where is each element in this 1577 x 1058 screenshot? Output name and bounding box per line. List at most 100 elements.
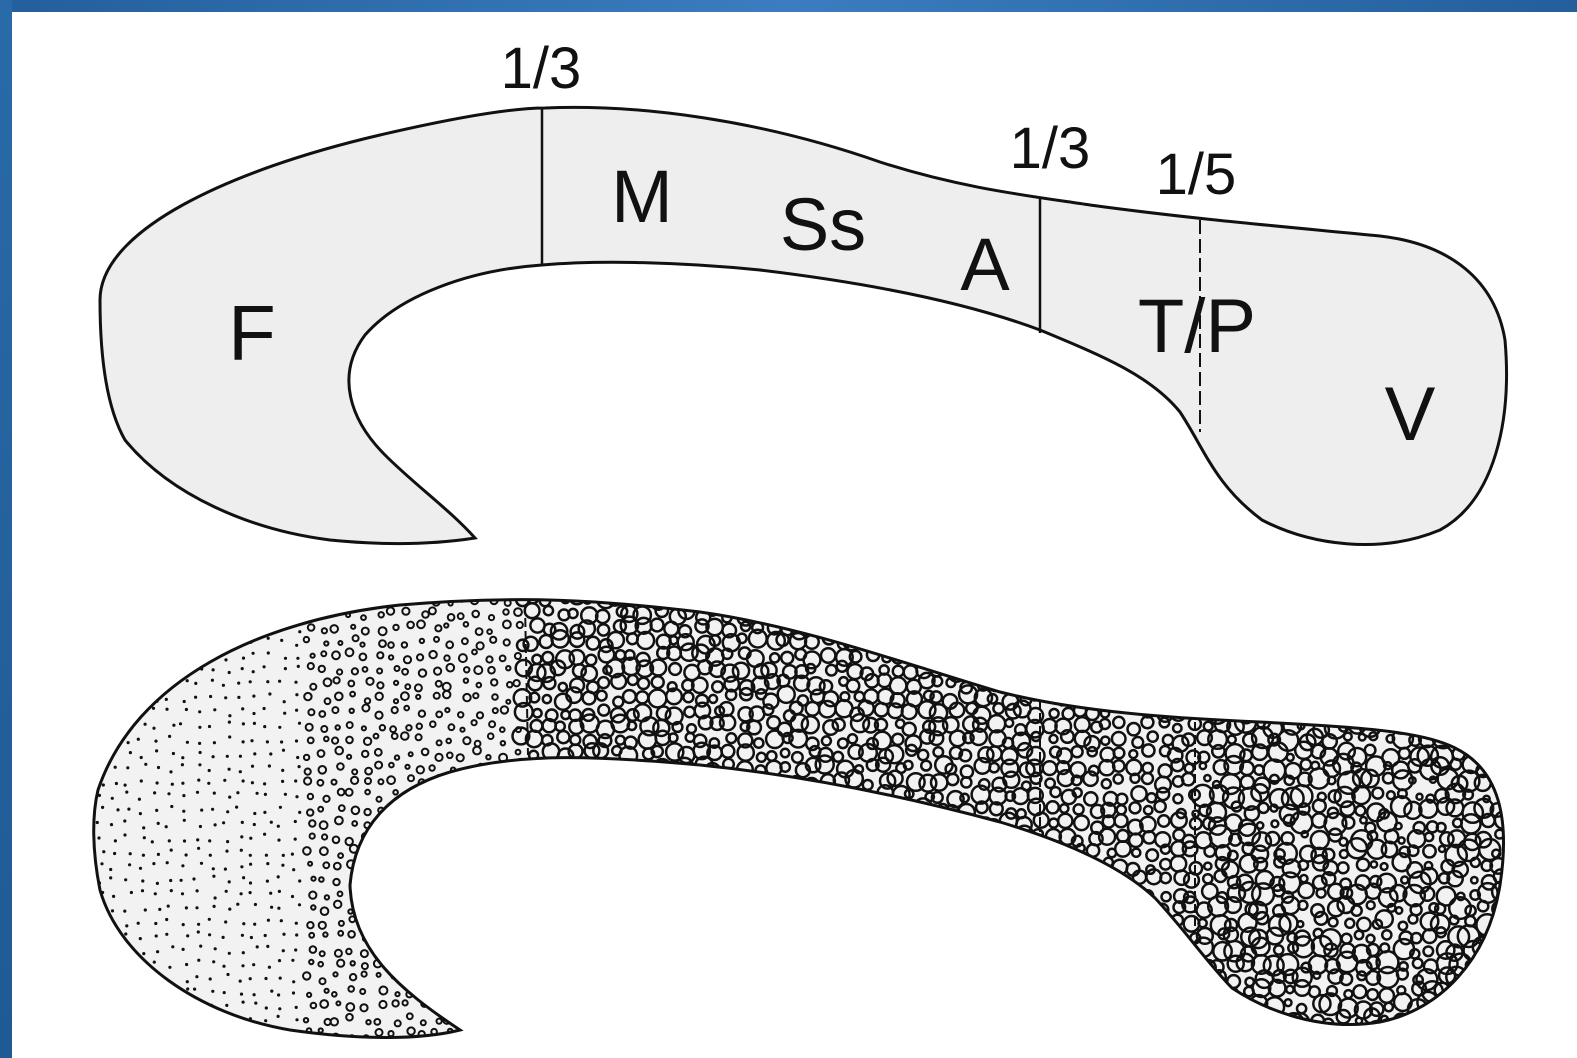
fiber-dot [1065, 1001, 1075, 1011]
fiber-dot [999, 1001, 1015, 1017]
fiber-dot [987, 945, 1003, 961]
fiber-dot [1017, 943, 1027, 953]
fiber-dot [278, 1007, 281, 1010]
fiber-dot [643, 929, 653, 939]
fiber-dot [197, 930, 200, 933]
fiber-dot [533, 795, 542, 804]
fiber-dot [921, 876, 932, 887]
fiber-dot [988, 832, 998, 842]
fiber-dot [793, 912, 807, 926]
fiber-dot [1154, 968, 1167, 981]
fiber-dot [976, 598, 986, 608]
fiber-dot [1456, 675, 1468, 687]
fiber-dot [559, 960, 568, 969]
fiber-dot [752, 860, 760, 868]
fiber-dot [542, 897, 557, 912]
fiber-dot [125, 924, 128, 927]
fiber-dot [241, 964, 244, 967]
fiber-dot [1335, 622, 1355, 642]
fiber-dot [1091, 919, 1102, 930]
fiber-dot [698, 918, 708, 928]
fiber-dot [1212, 988, 1221, 997]
fiber-dot [410, 975, 414, 979]
fiber-dot [1140, 595, 1153, 608]
fiber-dot [252, 695, 255, 698]
fiber-dot [531, 918, 544, 931]
fiber-dot [155, 934, 158, 937]
fiber-dot [711, 591, 725, 605]
fiber-dot [294, 779, 297, 782]
fiber-dot [1468, 653, 1482, 667]
fiber-dot [292, 991, 295, 994]
fiber-dot [726, 836, 737, 847]
fiber-dot [419, 964, 425, 970]
fiber-dot [776, 971, 787, 982]
fiber-dot [1199, 987, 1208, 996]
fiber-dot [196, 1035, 199, 1038]
fiber-dot [1436, 624, 1444, 632]
fiber-dot [99, 909, 102, 912]
fiber-dot [298, 879, 301, 882]
fiber-dot [1395, 650, 1403, 658]
fiber-dot [1062, 678, 1076, 692]
fiber-dot [100, 657, 103, 660]
fiber-dot [142, 641, 145, 644]
fiber-dot [1064, 593, 1073, 602]
fiber-dot [165, 933, 168, 936]
fiber-dot [253, 823, 256, 826]
fiber-dot [1139, 607, 1153, 621]
fiber-dot [638, 816, 649, 827]
fiber-dot [113, 852, 116, 855]
fiber-dot [109, 876, 112, 879]
fiber-dot [963, 879, 973, 889]
fiber-dot [881, 972, 891, 982]
fiber-dot [911, 624, 922, 635]
fiber-dot [963, 591, 974, 602]
fiber-dot [403, 808, 410, 815]
fiber-dot [1186, 646, 1198, 658]
fiber-dot [1035, 919, 1049, 933]
fiber-dot [1385, 594, 1395, 604]
fiber-dot [1479, 693, 1493, 707]
fiber-dot [611, 1018, 620, 1027]
fiber-dot [698, 799, 712, 813]
fiber-dot [609, 818, 624, 833]
fiber-dot [1075, 944, 1087, 956]
fiber-dot [224, 696, 227, 699]
fiber-dot [515, 895, 521, 901]
fiber-dot [242, 657, 245, 660]
fiber-dot [807, 941, 823, 957]
fiber-dot [863, 987, 875, 999]
fiber-dot [610, 849, 623, 862]
fiber-dot [1048, 971, 1063, 986]
fiber-dot [1447, 662, 1467, 682]
fiber-dot [123, 711, 126, 714]
fiber-dot [891, 1029, 900, 1038]
fiber-dot [1480, 1010, 1497, 1027]
fiber-dot [194, 615, 197, 618]
fiber-dot [960, 1017, 968, 1025]
fiber-dot [779, 790, 797, 808]
fiber-dot [1464, 701, 1481, 718]
fiber-dot [298, 630, 301, 633]
fiber-dot [527, 803, 539, 815]
fiber-dot [143, 836, 146, 839]
fiber-dot [585, 843, 595, 853]
fiber-dot [1174, 650, 1188, 664]
fiber-dot [864, 1021, 882, 1039]
fiber-dot [558, 889, 574, 905]
fiber-dot [738, 817, 755, 834]
fiber-dot [1287, 639, 1294, 646]
fiber-dot [1290, 658, 1310, 678]
fiber-dot [126, 766, 129, 769]
fiber-dot [1350, 705, 1367, 722]
fiber-dot [139, 867, 142, 870]
fiber-dot [1072, 676, 1081, 685]
fiber-dot [1073, 1001, 1089, 1017]
fiber-dot [1449, 1028, 1462, 1041]
fiber-dot [127, 952, 130, 955]
fiber-dot [1265, 634, 1286, 655]
fiber-dot [1204, 640, 1216, 652]
fiber-dot [170, 889, 173, 892]
fiber-dot [197, 923, 200, 926]
